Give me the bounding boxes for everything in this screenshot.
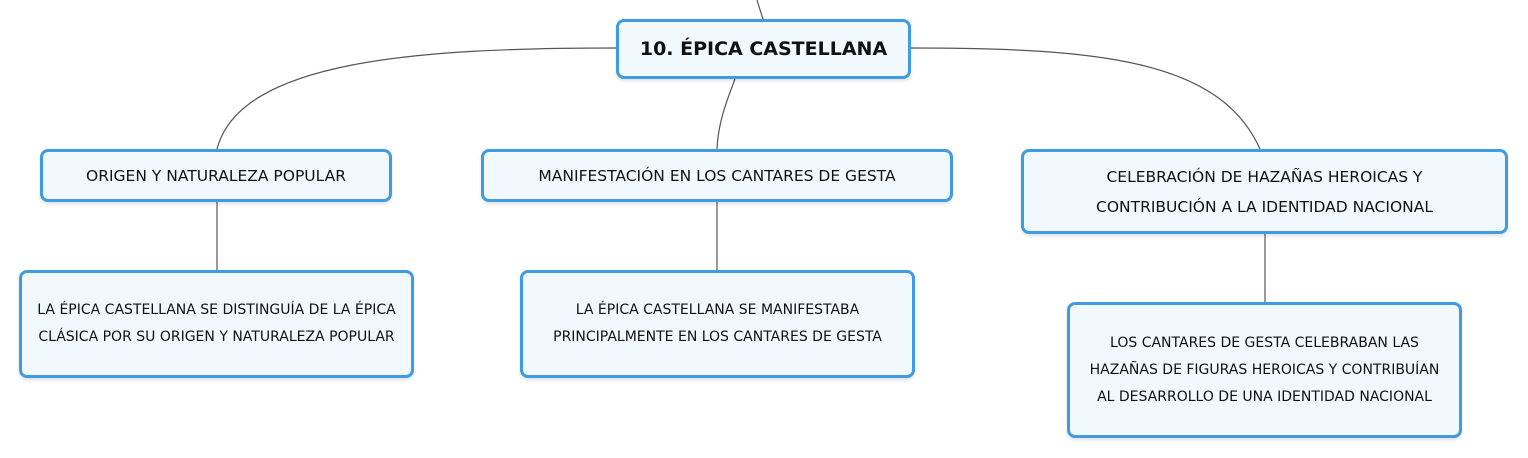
detail-node-celebracion[interactable]: LOS CANTARES DE GESTA CELEBRABAN LAS HAZ…: [1067, 302, 1462, 438]
connector-root-celeb: [910, 47, 1261, 150]
topic-node-origen[interactable]: ORIGEN Y NATURALEZA POPULAR: [40, 149, 392, 202]
detail-text: LA ÉPICA CASTELLANA SE MANIFESTABA PRINC…: [553, 302, 882, 345]
topic-node-celebracion[interactable]: CELEBRACIÓN DE HAZAÑAS HEROICAS Y CONTRI…: [1021, 149, 1508, 234]
detail-text: LOS CANTARES DE GESTA CELEBRABAN LAS HAZ…: [1089, 334, 1440, 405]
connector-incoming: [756, 0, 764, 20]
detail-node-manifestacion[interactable]: LA ÉPICA CASTELLANA SE MANIFESTABA PRINC…: [520, 270, 915, 378]
topic-label: ORIGEN Y NATURALEZA POPULAR: [86, 166, 346, 185]
root-node[interactable]: 10. ÉPICA CASTELLANA: [616, 19, 911, 79]
connector-root-manif: [716, 78, 736, 150]
detail-text: LA ÉPICA CASTELLANA SE DISTINGUÍA DE LA …: [37, 302, 396, 345]
connector-root-origen: [216, 47, 617, 150]
topic-label: MANIFESTACIÓN EN LOS CANTARES DE GESTA: [538, 166, 896, 185]
topic-label: CELEBRACIÓN DE HAZAÑAS HEROICAS Y CONTRI…: [1096, 167, 1433, 216]
detail-node-origen[interactable]: LA ÉPICA CASTELLANA SE DISTINGUÍA DE LA …: [19, 270, 414, 378]
root-label: 10. ÉPICA CASTELLANA: [639, 38, 888, 60]
topic-node-manifestacion[interactable]: MANIFESTACIÓN EN LOS CANTARES DE GESTA: [481, 149, 953, 202]
